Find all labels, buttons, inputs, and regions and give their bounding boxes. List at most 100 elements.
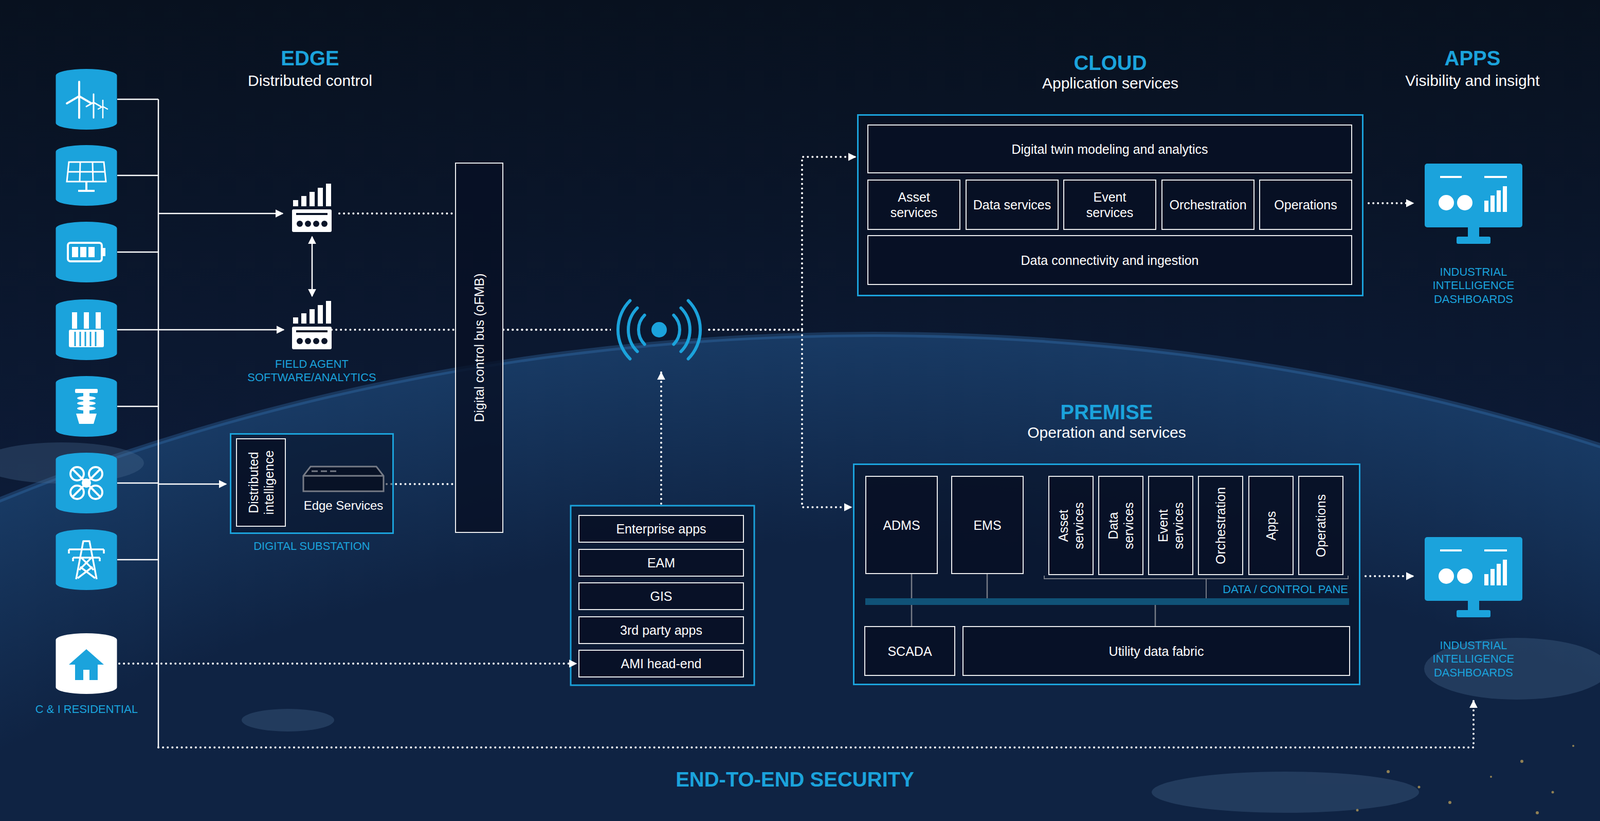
column-heading: EDGE [280, 46, 339, 70]
process-box: EAM [578, 548, 744, 577]
node-text: Digital control bus (oFMB) [471, 273, 487, 423]
node-text: Edge Services [303, 498, 384, 514]
icon-caption: C & I RESIDENTIAL [9, 702, 165, 716]
dashboard-monitor [1424, 536, 1523, 617]
node-text: ADMS [870, 517, 933, 533]
node-text: EMS [956, 517, 1019, 533]
wind-icon [56, 68, 118, 130]
dotted-connector [386, 482, 456, 485]
process-box: Event services [1063, 179, 1157, 230]
city-lights [1356, 744, 1575, 814]
process-box: SCADA [864, 625, 956, 676]
drone-icon [56, 452, 118, 514]
column-heading: APPS [1444, 46, 1501, 70]
panel-heading: PREMISEOperation and services [854, 400, 1359, 442]
edge-device: Edge Services [300, 462, 387, 515]
tower-icon [56, 529, 118, 590]
insulator-icon [56, 375, 118, 437]
bus-bar: Digital control bus (oFMB) [455, 162, 504, 533]
node-text: FIELD AGENT SOFTWARE/ANALYTICS [234, 357, 390, 385]
node-text: Asset services [872, 189, 956, 221]
house-icon [56, 632, 118, 694]
dashboard-node: INDUSTRIAL INTELLIGENCE DASHBOARDS [1424, 163, 1523, 245]
enterprise-frame [570, 505, 755, 685]
solar-icon [56, 144, 118, 206]
earth-globe [0, 334, 1600, 821]
process-box: Data connectivity and ingestion [867, 234, 1353, 285]
node-text: Distributed intelligence [245, 449, 277, 515]
node-text: Apps [1263, 510, 1279, 540]
node-text: Orchestration [1166, 196, 1250, 213]
transformer-icon [56, 299, 118, 360]
node-text: GIS [583, 588, 739, 604]
field-agent-icon [292, 300, 332, 350]
dashboard-node: INDUSTRIAL INTELLIGENCE DASHBOARDS [1424, 536, 1523, 618]
icon-caption: FIELD AGENT SOFTWARE/ANALYTICS [234, 357, 390, 385]
process-box: Digital twin modeling and analytics [867, 124, 1353, 174]
process-box: Operations [1298, 475, 1344, 575]
dotted-connector [119, 662, 577, 665]
dotted-connector [1365, 574, 1414, 577]
node-text: EAM [583, 554, 739, 571]
node-text: INDUSTRIAL INTELLIGENCE DASHBOARDS [1411, 638, 1536, 680]
node-text: SCADA [869, 643, 951, 659]
process-box: Distributed intelligence [235, 438, 286, 527]
dotted-connector [503, 156, 856, 330]
node-text: Orchestration [1212, 486, 1229, 564]
node-text: DIGITAL SUBSTATION [210, 539, 413, 553]
process-box: Asset services [867, 179, 961, 230]
substation-panel: DIGITAL SUBSTATIONDistributed intelligen… [229, 432, 394, 534]
node-text: Application services [858, 74, 1362, 93]
column-subheading: Distributed control [247, 71, 373, 89]
process-box: Orchestration [1161, 179, 1255, 230]
process-box: 3rd party apps [578, 615, 744, 644]
node-text: Utility data fabric [967, 643, 1345, 659]
node-text: Data services [970, 196, 1054, 213]
node-text: Operation and services [854, 423, 1359, 442]
node-text: AMI head-end [583, 655, 739, 671]
bus-label: DATA / CONTROL PANE [1222, 583, 1349, 596]
field-agent: FIELD AGENT SOFTWARE/ANALYTICS [292, 300, 332, 351]
node-text: 3rd party apps [583, 622, 739, 638]
panel-heading: CLOUDApplication services [858, 50, 1362, 93]
node-text: INDUSTRIAL INTELLIGENCE DASHBOARDS [1411, 265, 1536, 306]
column-subheading: Visibility and insight [1405, 71, 1540, 89]
process-box: AMI head-end [578, 649, 744, 678]
feeder-wires [117, 99, 313, 748]
node-text: Operations [1264, 196, 1348, 213]
process-box: Orchestration [1197, 475, 1244, 575]
premise-panel: PREMISEOperation and servicesADMSEMSAsse… [852, 463, 1361, 685]
process-box: Asset services [1048, 475, 1094, 575]
node-text: CLOUD [858, 50, 1362, 75]
process-box: Enterprise apps [578, 514, 744, 543]
battery-icon [56, 221, 118, 283]
field-agent-icon [292, 183, 332, 232]
node-text: Operations [1313, 493, 1329, 557]
node-text: Data services [1105, 501, 1137, 550]
dashboard-monitor [1424, 163, 1523, 244]
process-box: Operations [1259, 179, 1353, 230]
process-box: Utility data fabric [962, 625, 1351, 676]
process-box: Apps [1248, 475, 1294, 575]
dotted-connector [1368, 202, 1414, 205]
panel-heading: DIGITAL SUBSTATION [210, 539, 413, 553]
process-box: Data services [965, 179, 1059, 230]
footer-heading: END-TO-END SECURITY [675, 767, 915, 791]
process-box: Data services [1098, 475, 1144, 575]
node-text: Asset services [1055, 501, 1087, 550]
node-text: PREMISE [854, 400, 1359, 424]
node-text: Event services [1155, 501, 1187, 550]
process-box: EMS [951, 475, 1024, 574]
residential-icon: C & I RESIDENTIAL [56, 632, 118, 695]
cloud-panel: CLOUDApplication servicesDigital twin mo… [857, 114, 1364, 297]
node-text: Data connectivity and ingestion [872, 252, 1348, 268]
dotted-connector [503, 329, 852, 507]
node-text: Event services [1068, 189, 1152, 221]
process-box: Event services [1148, 475, 1194, 575]
node-text: C & I RESIDENTIAL [9, 702, 165, 716]
process-box: GIS [578, 582, 744, 610]
dotted-connector [331, 328, 456, 331]
icon-caption: INDUSTRIAL INTELLIGENCE DASHBOARDS [1411, 638, 1536, 680]
icon-caption: INDUSTRIAL INTELLIGENCE DASHBOARDS [1411, 265, 1536, 306]
process-box: ADMS [865, 475, 938, 574]
